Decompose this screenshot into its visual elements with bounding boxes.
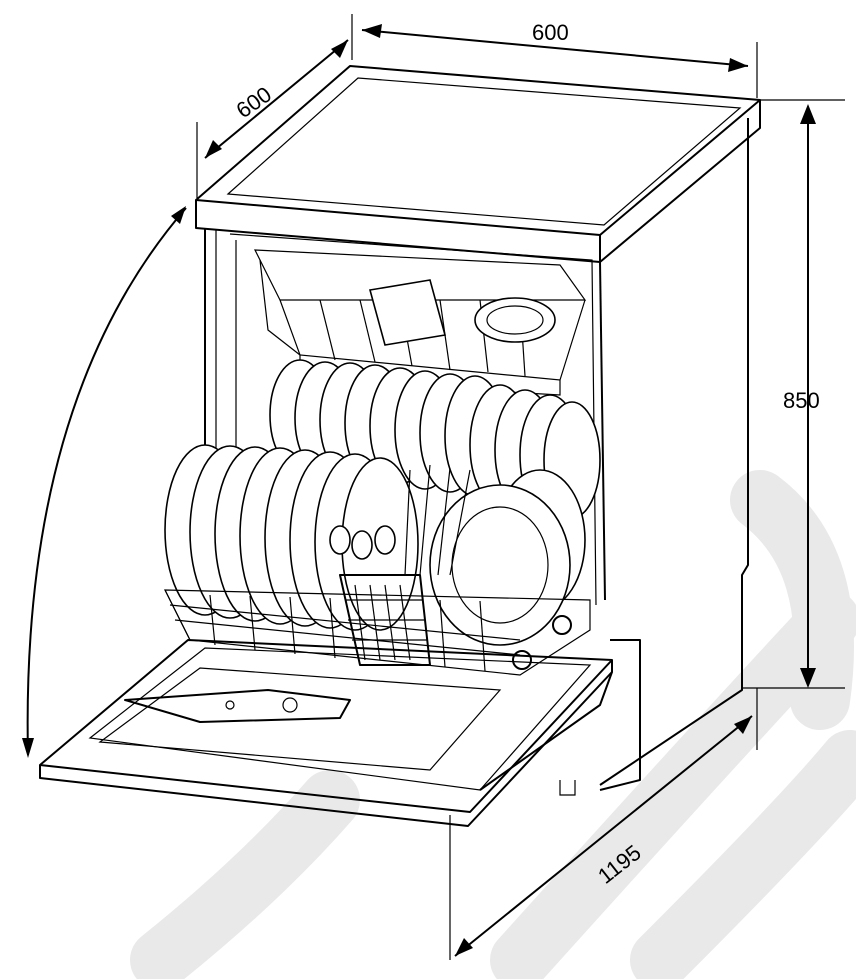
open-door [39, 639, 613, 960]
upper-basket [254, 249, 587, 396]
height-dimension-label: 850 [783, 388, 820, 413]
lower-basket [164, 444, 591, 676]
dimension-lines [22, 14, 845, 957]
depth-dimension-label: 600 [232, 82, 276, 124]
width-dimension-label: 600 [532, 20, 569, 45]
watermark [130, 470, 856, 979]
